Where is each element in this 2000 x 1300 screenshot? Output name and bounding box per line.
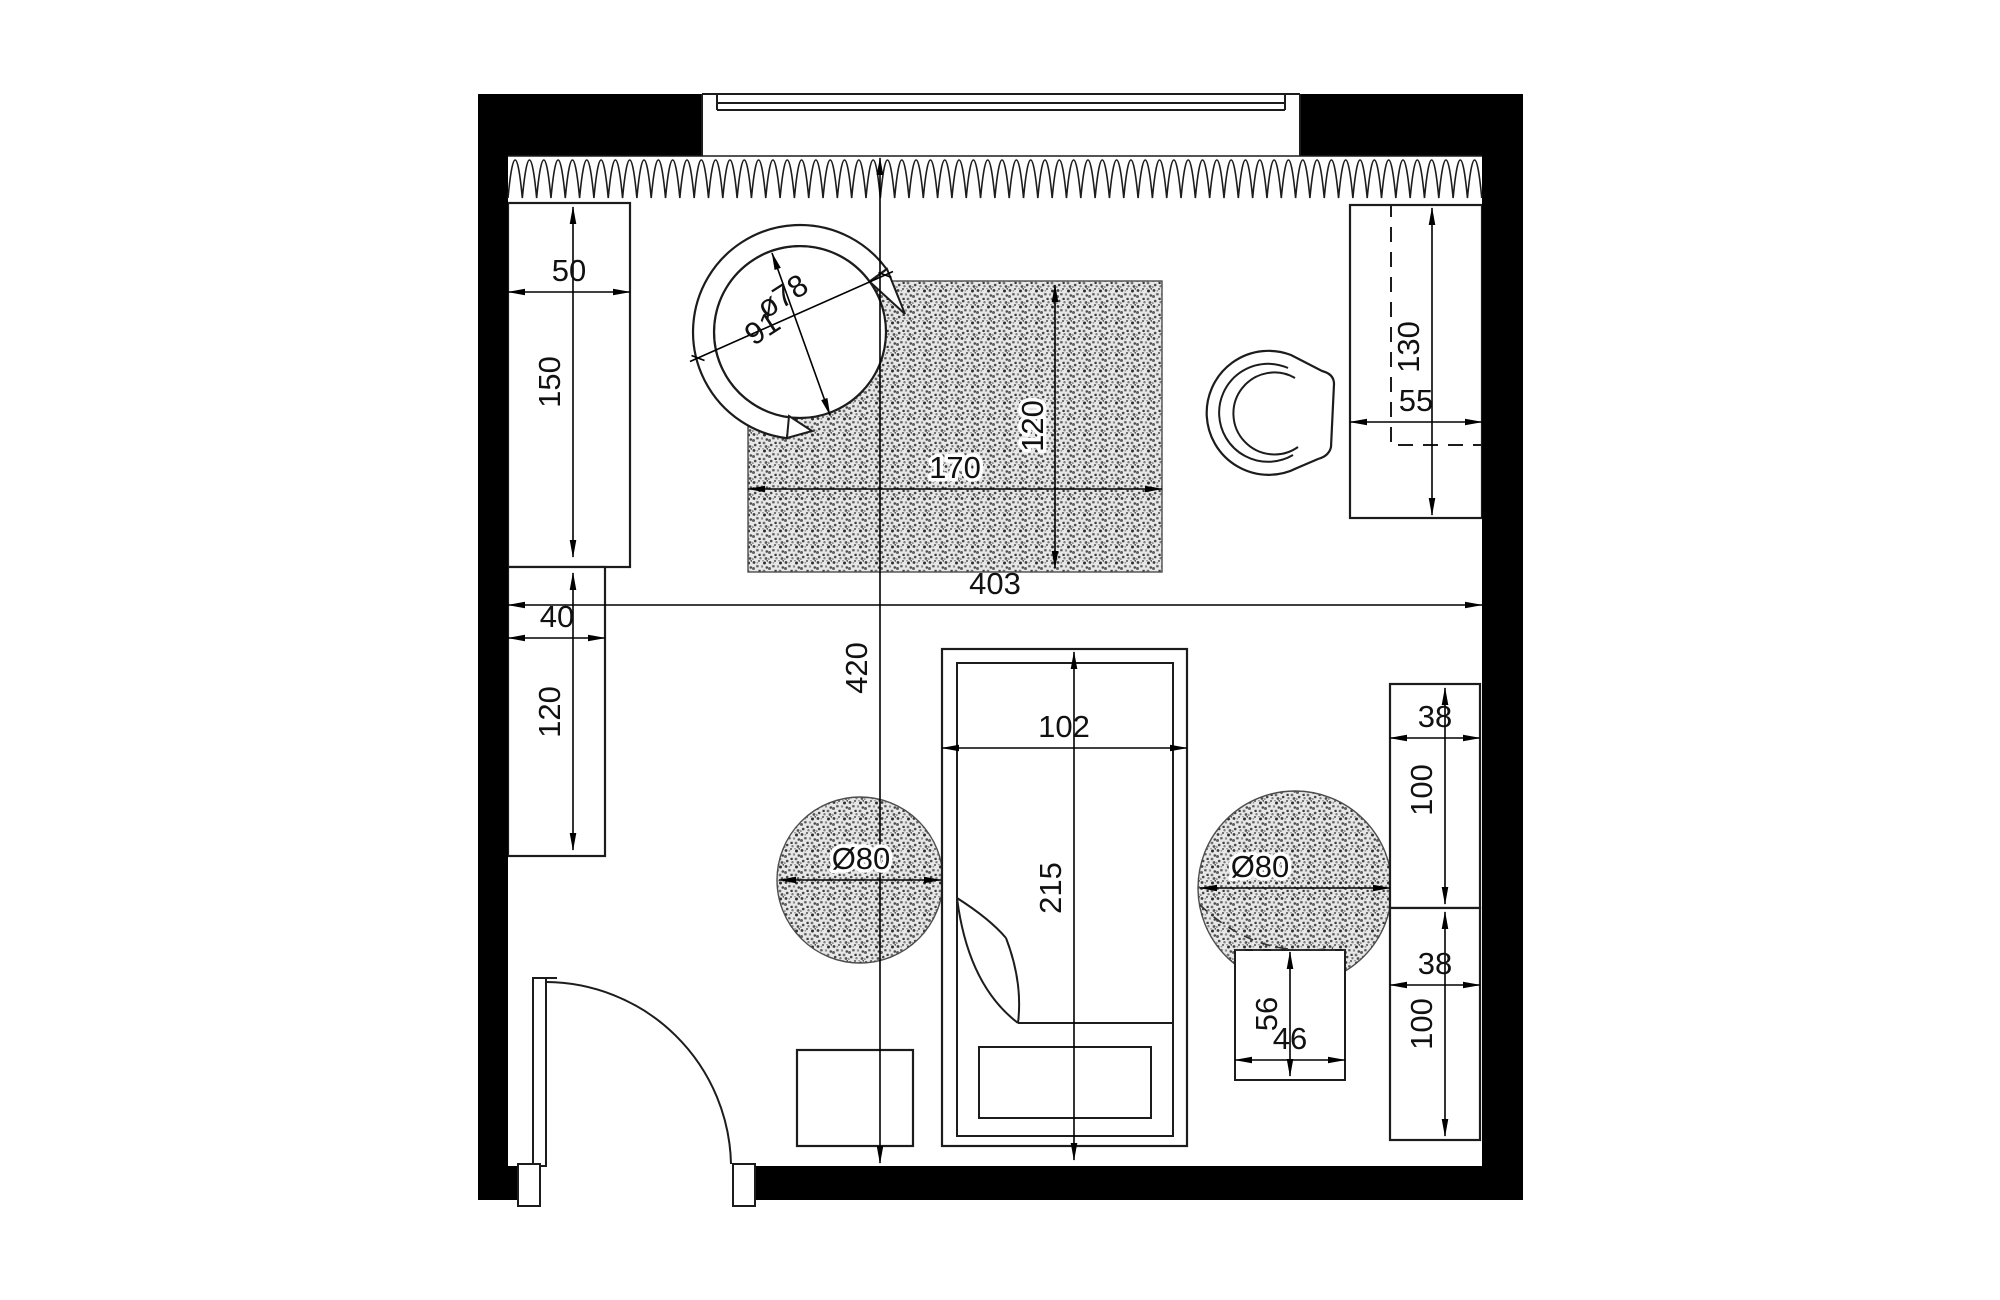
dim-wardrobe-width: 50 <box>552 253 586 288</box>
dim-stool-depth: 56 <box>1249 997 1284 1031</box>
dimension-labels: 50 150 40 120 403 420 170 120 102 215 13… <box>532 253 1452 1056</box>
dim-desk-depth: 55 <box>1399 383 1433 418</box>
dim-shelf-bottom-height: 100 <box>1404 998 1439 1050</box>
dim-room-depth: 420 <box>839 642 874 694</box>
dim-shelf-top-height: 100 <box>1404 764 1439 816</box>
walls <box>478 94 1523 1200</box>
dim-stool-width: 46 <box>1273 1021 1307 1056</box>
dim-desk-length: 130 <box>1391 321 1426 373</box>
desk-chair-seat <box>1232 371 1299 456</box>
dim-room-width: 403 <box>969 566 1021 601</box>
dim-round-rug-left: Ø80 <box>832 841 891 876</box>
blanket-fold-upper <box>956 897 1007 939</box>
armrest-tip-bottom <box>785 414 815 440</box>
dim-shelf-bottom-width: 38 <box>1418 946 1452 981</box>
shelf-top <box>1388 682 1482 910</box>
dim-bed-width: 102 <box>1038 709 1090 744</box>
low-cabinet <box>506 565 607 858</box>
blanket-fold-outer <box>956 897 1019 1024</box>
nightstand <box>795 1048 915 1148</box>
dim-wardrobe-height: 150 <box>532 356 567 408</box>
desk <box>1348 203 1484 520</box>
bed-foot-box <box>978 1046 1152 1119</box>
hidden-rug-edge <box>1199 904 1334 951</box>
dim-rug-width: 170 <box>929 450 981 485</box>
desk-chair <box>1205 349 1336 476</box>
desk-chair-backrest <box>1218 362 1294 463</box>
bed-frame <box>940 647 1189 1148</box>
dim-bed-length: 215 <box>1033 862 1068 914</box>
dim-cabinet-depth: 40 <box>540 599 574 634</box>
door-leaf <box>532 977 547 1167</box>
shelf-bottom <box>1388 906 1482 1142</box>
door <box>517 977 756 1207</box>
dim-rug-height: 120 <box>1015 400 1050 452</box>
bed <box>940 647 1189 1148</box>
door-swing-arc <box>545 981 732 1165</box>
dim-shelf-top-width: 38 <box>1418 699 1452 734</box>
dim-round-rug-right: Ø80 <box>1231 849 1290 884</box>
door-jamb-right <box>732 1163 756 1207</box>
dimension-lines <box>507 157 1483 1164</box>
curtain-line <box>507 159 1483 199</box>
blanket-fold-edge <box>1005 937 1021 1024</box>
dim-cabinet-height: 120 <box>532 686 567 738</box>
window <box>508 93 1482 157</box>
door-jamb-left <box>517 1163 541 1207</box>
